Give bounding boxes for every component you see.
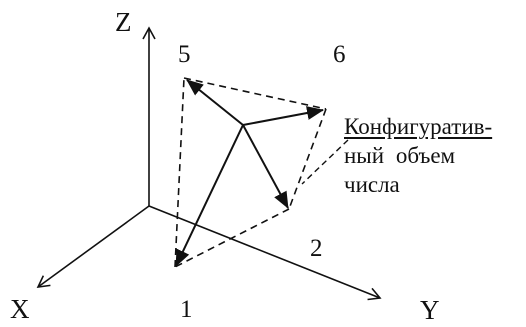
vector-to-point-6	[242, 106, 324, 126]
edge-2-1	[174, 208, 290, 268]
z-axis-label: Z	[115, 7, 132, 37]
coordinate-axes	[36, 26, 382, 301]
vector-to-point-1	[175, 124, 244, 267]
point-label-5: 5	[178, 41, 191, 68]
point-label-1: 1	[180, 296, 193, 323]
annotation-line-1: Конфигуратив-	[344, 114, 493, 139]
callout-leader-line	[301, 139, 349, 185]
edge-6-2	[288, 108, 327, 210]
configurative-volume-outline	[174, 77, 327, 268]
edge-1-5	[174, 77, 185, 268]
annotation-line-2: ный объем	[344, 143, 456, 168]
y-axis-label: Y	[420, 295, 440, 325]
x-axis-label: X	[10, 294, 30, 324]
point-label-2: 2	[310, 235, 323, 262]
number-vectors	[175, 79, 324, 267]
point-label-6: 6	[333, 41, 346, 68]
annotation-line-3: числа	[344, 172, 400, 197]
edge-5-6	[183, 77, 327, 110]
vector-to-point-5	[186, 79, 244, 126]
vector-to-point-2	[242, 124, 289, 209]
configurative-volume-annotation: Конфигуратив- ный объем числа	[344, 112, 492, 199]
y-axis	[148, 205, 382, 301]
x-axis	[36, 205, 150, 288]
